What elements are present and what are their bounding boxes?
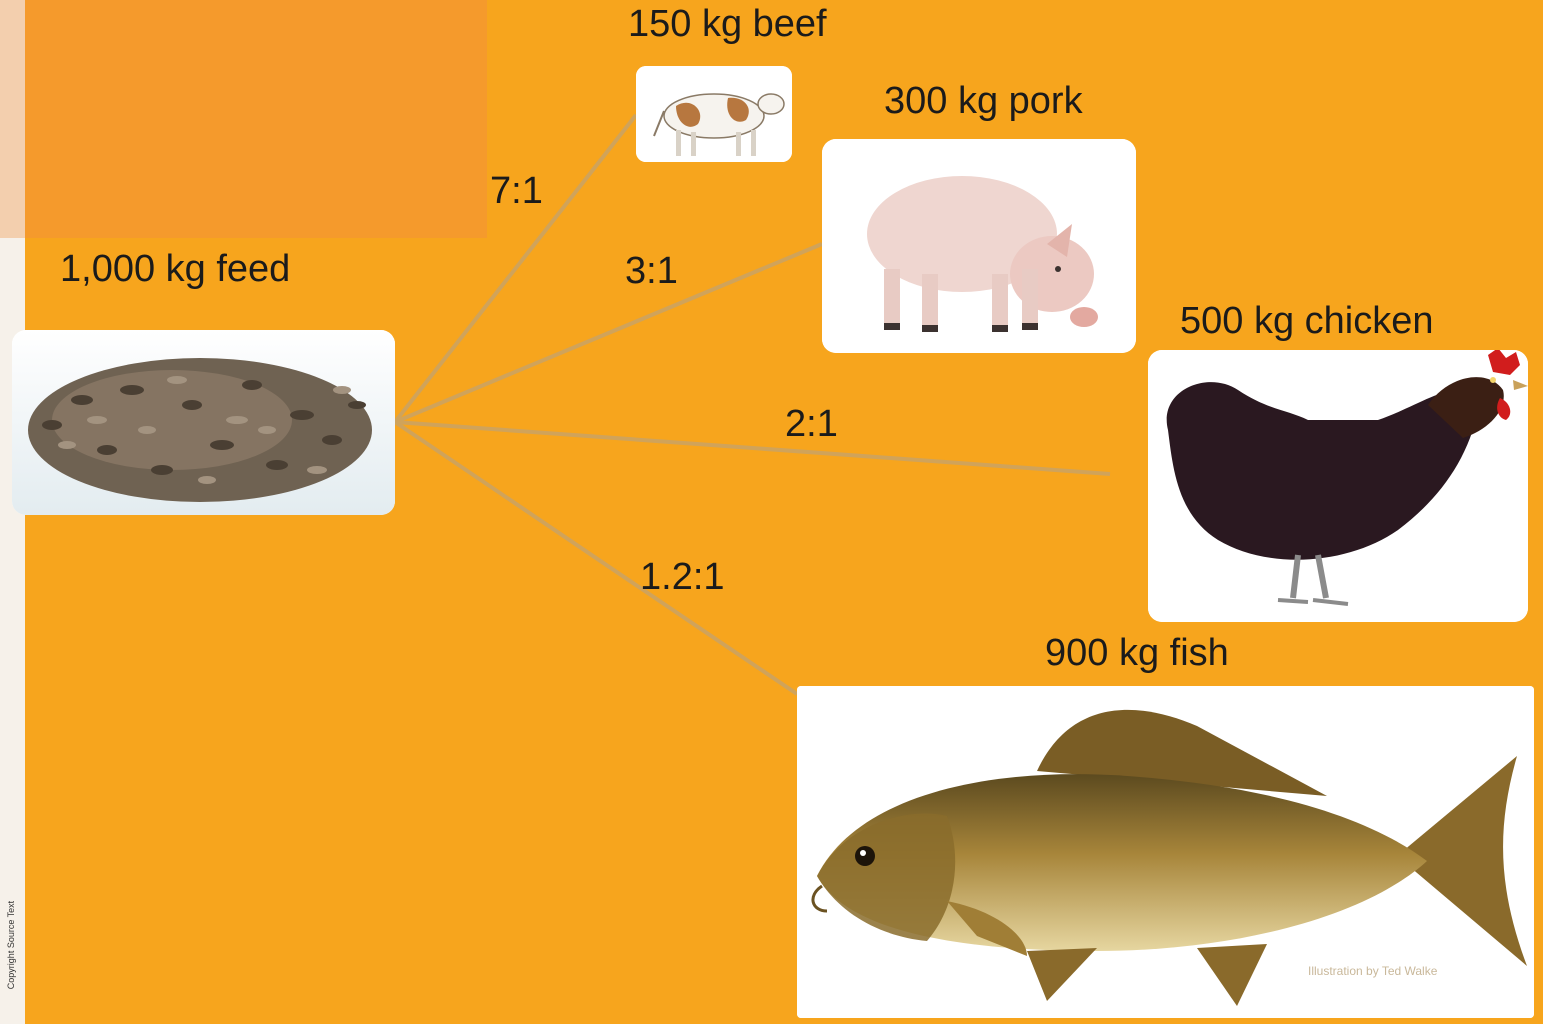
pork-label: 300 kg pork (884, 80, 1083, 123)
fish-ratio: 1.2:1 (640, 556, 725, 599)
chicken-icon (1148, 350, 1528, 622)
connector-pork (395, 244, 822, 422)
connector-beef (395, 115, 636, 422)
beef-image (636, 66, 792, 162)
chicken-image (1148, 350, 1528, 622)
pork-ratio: 3:1 (625, 250, 678, 293)
feed-image (12, 330, 395, 515)
pork-image (822, 139, 1136, 353)
cow-icon (636, 66, 792, 162)
beef-ratio: 7:1 (490, 170, 543, 213)
beef-label: 150 kg beef (628, 3, 827, 46)
chicken-label: 500 kg chicken (1180, 300, 1434, 343)
connector-fish (395, 422, 797, 694)
illustration-credit: Illustration by Ted Walke (1308, 964, 1437, 978)
chicken-ratio: 2:1 (785, 403, 838, 446)
connector-chicken (395, 422, 1110, 474)
fish-label: 900 kg fish (1045, 632, 1229, 675)
feed-pellets-icon (12, 330, 395, 515)
feed-label: 1,000 kg feed (60, 248, 290, 291)
pig-icon (822, 139, 1136, 353)
